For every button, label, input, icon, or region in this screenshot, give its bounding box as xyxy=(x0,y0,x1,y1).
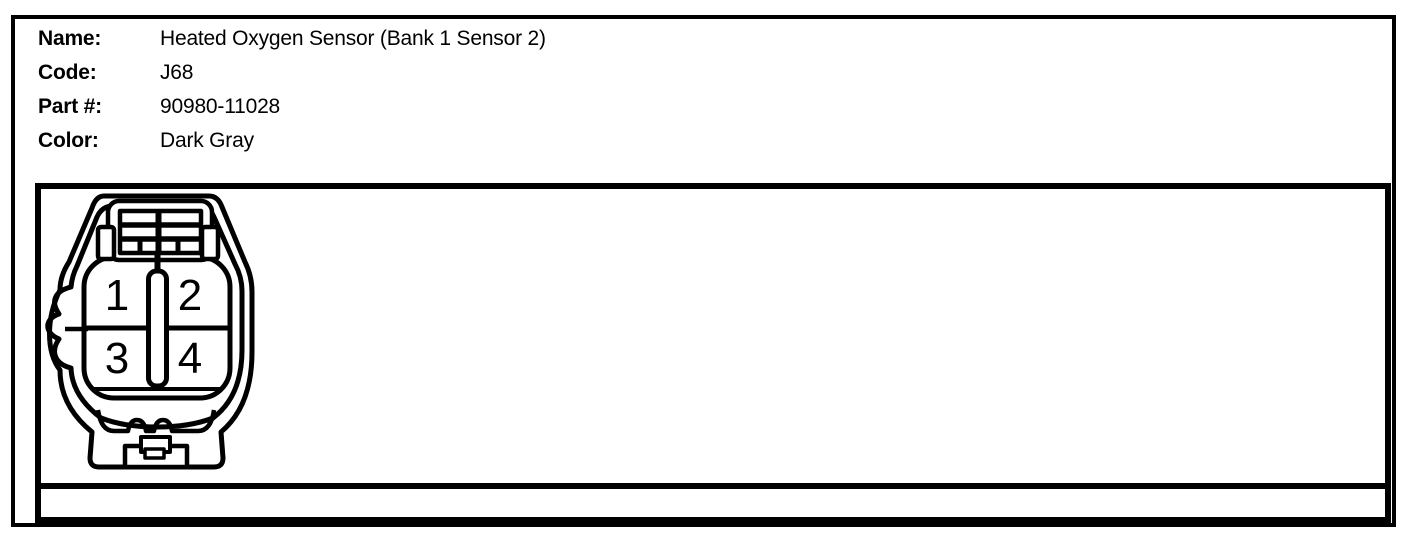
center-key xyxy=(146,268,169,389)
foot-tab-inner xyxy=(143,447,166,460)
part-number-label: Part #: xyxy=(38,95,102,118)
header-row-name: Name: Heated Oxygen Sensor (Bank 1 Senso… xyxy=(38,22,546,56)
name-label: Name: xyxy=(38,27,102,50)
code-label: Code: xyxy=(38,61,97,84)
pin-4-label: 4 xyxy=(178,334,202,383)
code-value: J68 xyxy=(160,61,194,84)
connector-inner-outline xyxy=(45,203,245,430)
color-value: Dark Gray xyxy=(160,129,254,152)
header-row-part: Part #: 90980-11028 xyxy=(38,90,546,124)
latch-side-tab-left xyxy=(95,224,117,262)
pin-2-label: 2 xyxy=(178,271,202,320)
part-number-value: 90980-11028 xyxy=(160,95,281,118)
latch-side-tab-right xyxy=(199,224,221,262)
connector-header: Name: Heated Oxygen Sensor (Bank 1 Senso… xyxy=(38,22,546,158)
diagram-box xyxy=(35,183,1391,489)
footer-strip xyxy=(35,489,1391,523)
pin-1-label: 1 xyxy=(105,271,129,320)
header-row-code: Code: J68 xyxy=(38,56,546,90)
color-label: Color: xyxy=(38,129,99,152)
page-border xyxy=(11,15,1396,527)
header-row-color: Color: Dark Gray xyxy=(38,124,546,158)
name-value: Heated Oxygen Sensor (Bank 1 Sensor 2) xyxy=(160,27,546,50)
pin-3-label: 3 xyxy=(105,334,129,383)
foot-notch-bridge xyxy=(95,409,217,434)
key-stem xyxy=(154,254,161,278)
